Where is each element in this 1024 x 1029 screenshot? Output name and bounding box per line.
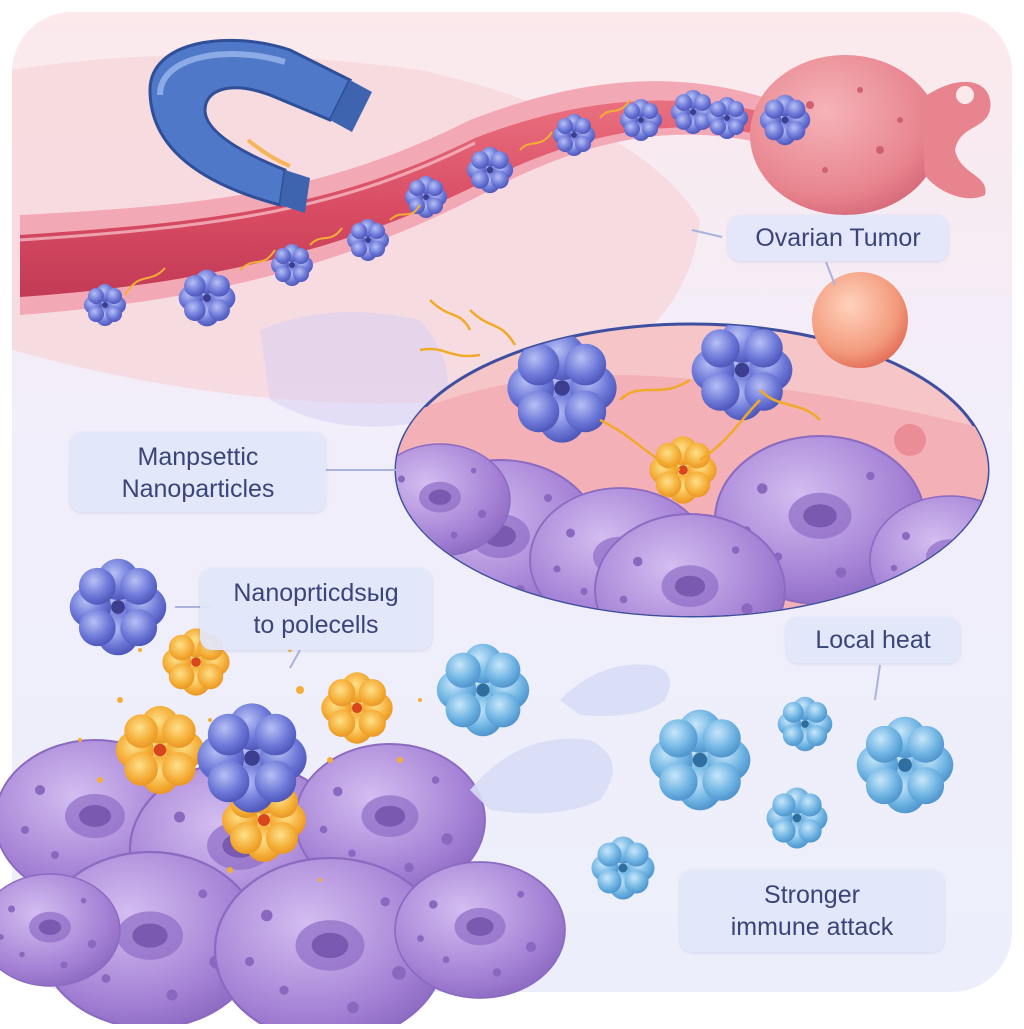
label-nanoparticles-binding: Nanoprticdsыg to polecells <box>200 568 432 650</box>
label-text: to polecells <box>253 611 379 639</box>
magnet-icon <box>148 38 372 213</box>
label-text: Local heat <box>815 626 931 654</box>
label-text: Nanoprticdsыg <box>233 579 399 607</box>
label-text: Ovarian Tumor <box>755 224 921 252</box>
label-immune-attack: Stronger immune attack <box>680 870 944 952</box>
tissue-shadow <box>260 312 448 427</box>
heat-cloud <box>560 664 670 716</box>
heat-cloud <box>470 738 613 814</box>
magnified-tumor-view <box>394 322 990 618</box>
vessel-nanoparticles <box>84 89 811 327</box>
immune-cell-icon <box>812 272 908 368</box>
label-local-heat: Local heat <box>786 617 960 663</box>
heat-burst-icon <box>78 628 422 882</box>
label-ovarian-tumor: Ovarian Tumor <box>728 215 948 261</box>
label-text: Stronger <box>764 881 860 909</box>
tumor-icon <box>750 55 991 215</box>
label-text: Nanoparticles <box>121 475 275 503</box>
heat-trail <box>419 299 517 358</box>
label-text: Manpsettic <box>137 443 259 471</box>
label-text: immune attack <box>730 913 894 941</box>
label-magnetic-nanoparticles: Manpsettic Nanoparticles <box>70 432 326 512</box>
